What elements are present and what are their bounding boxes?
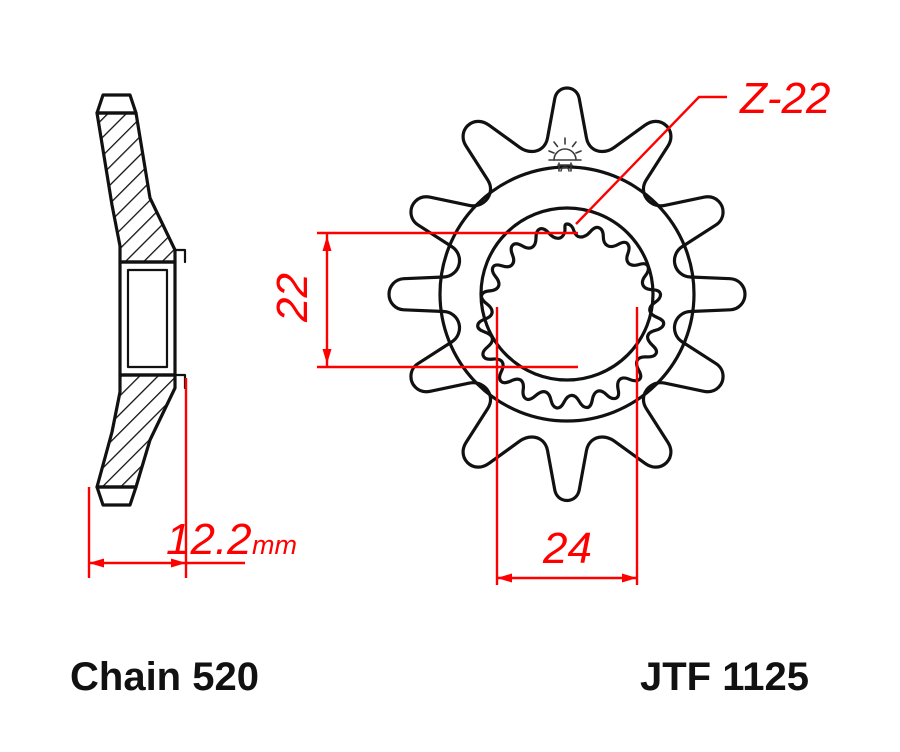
sprocket-teeth-outline	[387, 86, 747, 503]
section-upper-tooth-tip	[95, 93, 138, 115]
spline-callout-label: Z-22	[739, 74, 830, 123]
section-lower-tooth-tip	[95, 485, 138, 507]
thickness-unit-label: mm	[252, 530, 297, 560]
section-view-group	[95, 93, 187, 507]
part-number-label: JTF 1125	[640, 655, 809, 699]
thickness-arrow-left	[89, 558, 104, 568]
thickness-value-label: 12.2	[166, 515, 252, 564]
section-shoulder-step-upper	[173, 248, 187, 264]
bore-diameter-label: 22	[268, 273, 317, 323]
front-view-group	[387, 86, 747, 503]
spline-diameter-label: 24	[542, 524, 592, 573]
section-hub-web-inner	[126, 268, 169, 369]
sunrise-logo-icon	[548, 137, 582, 172]
spline-arrow-right	[622, 573, 637, 583]
section-lower-arm	[95, 373, 177, 489]
spline-callout-leader-line	[575, 95, 727, 225]
title-row-group: Chain 520 JTF 1125	[70, 655, 809, 699]
spline-arrow-left	[497, 573, 512, 583]
chain-size-label: Chain 520	[70, 655, 259, 699]
bore-arrow-bottom	[322, 349, 332, 364]
section-upper-arm	[95, 111, 177, 264]
bore-arrow-top	[322, 236, 332, 251]
spline-callout-group: Z-22	[575, 74, 830, 225]
thickness-dimension-group: 12.2 mm	[87, 378, 297, 578]
splined-bore-outline	[476, 222, 666, 410]
hub-outer-circle	[438, 165, 696, 423]
thickness-arrow-right	[171, 558, 186, 568]
spline-diameter-dimension-group: 24	[495, 307, 639, 585]
bore-diameter-dimension-group: 22	[268, 231, 578, 369]
